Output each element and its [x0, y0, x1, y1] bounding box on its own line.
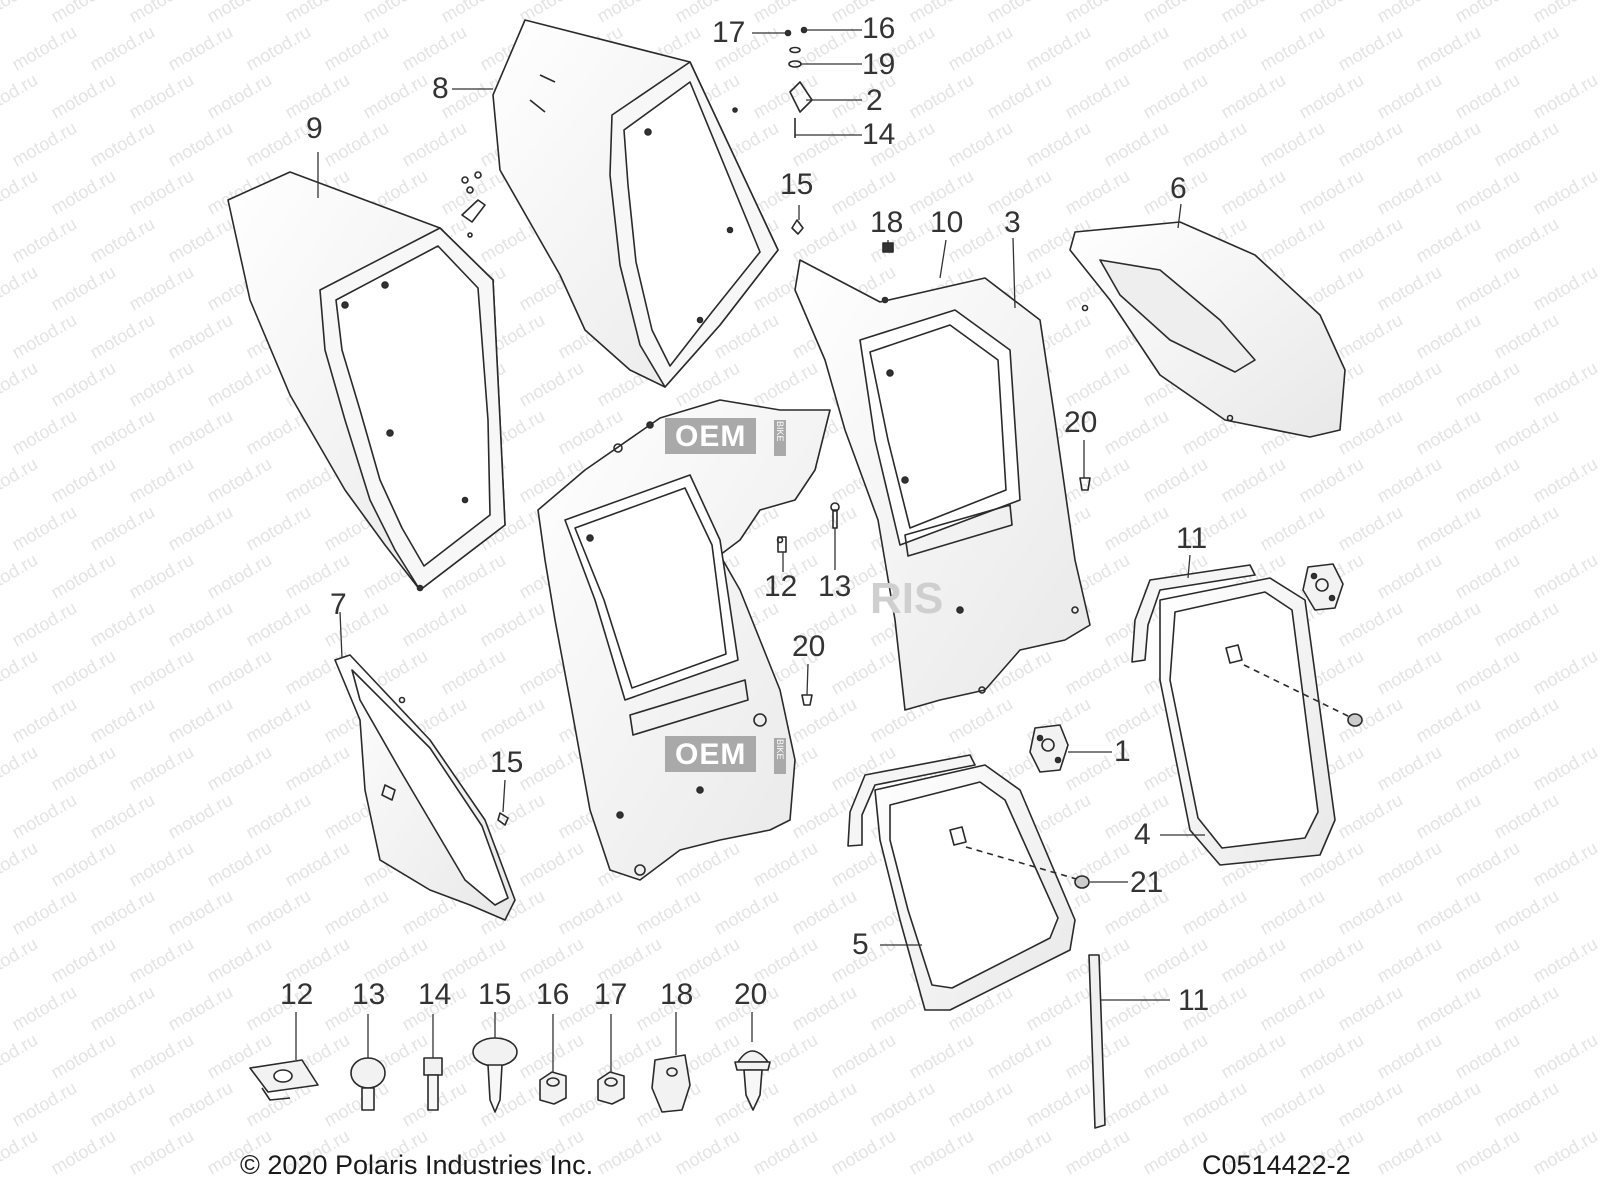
legend-number-12: 12: [280, 978, 314, 1011]
callout-9: 9: [306, 112, 323, 145]
part-20-rivet-upper: [1079, 477, 1091, 491]
callout-8: 8: [432, 72, 449, 105]
hardware-cluster-9: [461, 171, 486, 238]
part-15-screw-upper: [791, 219, 804, 235]
leader-lines: [317, 29, 1205, 1001]
legend-number-18: 18: [660, 978, 694, 1011]
callout-12-center: 12: [764, 570, 798, 603]
part-1-latch: [1029, 724, 1069, 773]
hex-nut-small-icon: [539, 1071, 567, 1105]
callout-20-lower: 20: [792, 630, 826, 663]
callout-11-upper: 11: [1176, 522, 1208, 555]
callout-13-center: 13: [818, 570, 852, 603]
part-7-side-panel: [334, 654, 516, 921]
legend-number-20: 20: [734, 978, 768, 1011]
ghost-brand-text: RIS: [870, 574, 944, 623]
part-11-seal-upper: [1131, 564, 1256, 663]
callout-15-upper: 15: [780, 168, 814, 201]
legend-number-17: 17: [594, 978, 628, 1011]
part-8-upper-shroud: [492, 19, 779, 388]
part-9-left-shroud: [227, 171, 506, 592]
oem-badge-upper: OEM: [665, 418, 757, 454]
button-head-screw-icon: [350, 1057, 386, 1111]
push-rivet-icon: [734, 1050, 771, 1111]
hex-nut-icon: [597, 1071, 625, 1105]
callout-3: 3: [1004, 206, 1021, 239]
callout-14-top: 14: [862, 118, 896, 151]
socket-cap-screw-icon: [423, 1057, 443, 1111]
callout-18: 18: [870, 206, 904, 239]
pan-head-tapping-screw-icon: [472, 1037, 518, 1113]
callout-15-lower: 15: [490, 746, 524, 779]
speed-nut-icon: [249, 1059, 319, 1101]
part-18-clip: [882, 242, 894, 253]
oem-badge-upper-side: BIKE: [774, 420, 786, 456]
part-4-door: [1159, 577, 1363, 866]
part-11-seal-mid: [847, 754, 976, 847]
diagram-id: C0514422-2: [1202, 1150, 1351, 1180]
part-15-screw-lower: [497, 812, 509, 826]
legend-number-16: 16: [536, 978, 570, 1011]
oem-badge-lower: OEM: [665, 736, 757, 772]
callout-2: 2: [866, 84, 883, 117]
callout-7: 7: [330, 588, 347, 621]
legend-number-15: 15: [478, 978, 512, 1011]
part-20-rivet-lower: [801, 694, 813, 706]
callout-6: 6: [1170, 172, 1187, 205]
hardware-stack-top: [784, 26, 813, 138]
callout-20-upper: 20: [1064, 406, 1098, 439]
part-5-door: [874, 764, 1090, 1011]
part-11-strip: [1088, 954, 1106, 1129]
callout-16: 16: [862, 12, 896, 45]
legend-number-13: 13: [352, 978, 386, 1011]
u-clip-nut-icon: [651, 1054, 691, 1113]
part-12-13-center: [777, 502, 840, 553]
callout-11-lower: 11: [1178, 984, 1210, 1017]
callout-19: 19: [862, 48, 896, 81]
callout-17: 17: [712, 16, 746, 49]
callout-21: 21: [1130, 866, 1164, 899]
callout-5: 5: [852, 928, 869, 961]
callout-1: 1: [1114, 735, 1131, 768]
part-1-latch-right: [1302, 563, 1344, 611]
oem-badge-lower-side: BIKE: [774, 738, 786, 774]
legend-number-14: 14: [418, 978, 452, 1011]
callout-4: 4: [1134, 818, 1151, 851]
main-center-panel: [537, 399, 831, 881]
part-6-right-shroud: [1069, 221, 1346, 438]
callout-10: 10: [930, 206, 964, 239]
legend-icons: [249, 1037, 771, 1113]
part-10-right-panel: [794, 259, 1091, 711]
legend-leaders: [295, 1012, 753, 1072]
copyright-notice: © 2020 Polaris Industries Inc.: [240, 1150, 594, 1180]
